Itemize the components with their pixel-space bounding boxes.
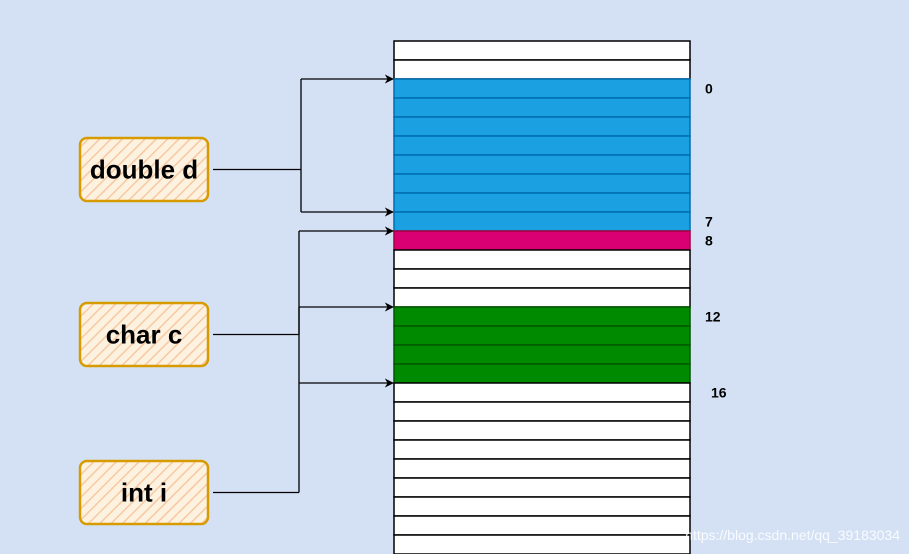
- memory-cell-empty: [393, 249, 691, 270]
- double-d-connector: [213, 74, 394, 217]
- connectors: [213, 74, 394, 494]
- offset-label-8: 8: [705, 233, 713, 249]
- offset-label-7: 7: [705, 214, 713, 230]
- int-block-cell: [393, 306, 691, 327]
- char-c-connector: [213, 226, 394, 336]
- char-c-label: char c: [106, 320, 183, 350]
- double-d-box-shape: [78, 136, 210, 203]
- double-block-cell: [393, 116, 691, 137]
- memory-cell-empty: [393, 458, 691, 479]
- memory-cell-empty: [393, 439, 691, 460]
- char-c-box-shape: [78, 301, 210, 368]
- memory-cell-empty: [393, 268, 691, 289]
- char-c-box: char c: [78, 301, 210, 368]
- memory-cell-empty: [393, 420, 691, 441]
- watermark-text: https://blog.csdn.net/qq_39183034: [685, 527, 900, 543]
- offset-label-12: 12: [705, 309, 721, 325]
- int-i-box: int i: [78, 459, 210, 526]
- char-block-cell: [393, 230, 691, 251]
- memory-column: [393, 40, 691, 554]
- int-block-cell: [393, 325, 691, 346]
- memory-cell-empty: [393, 515, 691, 536]
- double-block-cell: [393, 154, 691, 175]
- int-block-cell: [393, 344, 691, 365]
- double-block-cell: [393, 78, 691, 99]
- memory-cell-empty: [393, 287, 691, 308]
- variable-boxes: double d char c int i: [78, 136, 210, 526]
- memory-cell-empty: [393, 477, 691, 498]
- offset-label-16: 16: [711, 385, 727, 401]
- double-block-cell: [393, 211, 691, 232]
- double-block-cell: [393, 135, 691, 156]
- double-d-box: double d: [78, 136, 210, 203]
- int-i-box-shape: [78, 459, 210, 526]
- double-block-cell: [393, 173, 691, 194]
- memory-cell-empty: [393, 59, 691, 80]
- double-d-label: double d: [90, 155, 198, 185]
- offset-labels: 0 7 8 12 16: [705, 81, 727, 401]
- memory-cell-empty: [393, 534, 691, 554]
- memory-cell-empty: [393, 401, 691, 422]
- offset-label-0: 0: [705, 81, 713, 97]
- memory-cell-empty: [393, 382, 691, 403]
- int-i-connector: [213, 302, 394, 494]
- int-i-label: int i: [121, 478, 167, 508]
- double-block-cell: [393, 192, 691, 213]
- int-block-cell: [393, 363, 691, 384]
- memory-cell-empty: [393, 40, 691, 61]
- memory-cell-empty: [393, 496, 691, 517]
- double-block-cell: [393, 97, 691, 118]
